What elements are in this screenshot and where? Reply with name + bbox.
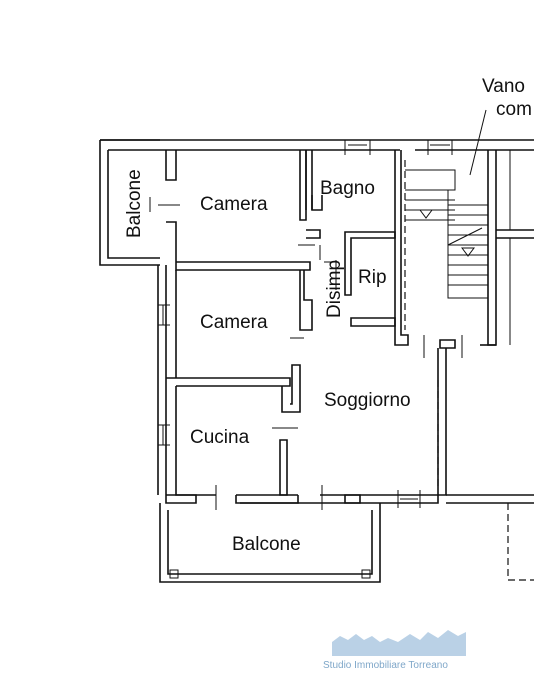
label-com: com bbox=[496, 99, 532, 120]
watermark-label: Studio Immobiliare Torreano bbox=[323, 660, 448, 671]
details bbox=[149, 140, 463, 579]
dashed-lines bbox=[404, 160, 534, 581]
label-cucina: Cucina bbox=[190, 427, 250, 448]
label-balcone-bottom: Balcone bbox=[232, 534, 301, 555]
watermark: Studio Immobiliare Torreano bbox=[323, 630, 466, 671]
label-bagno: Bagno bbox=[320, 178, 375, 199]
walls bbox=[99, 139, 534, 583]
label-soggiorno: Soggiorno bbox=[324, 390, 411, 411]
label-camera-top: Camera bbox=[200, 194, 268, 215]
labels: Vano com Camera Bagno Rip Camera Soggior… bbox=[124, 76, 532, 555]
label-vano: Vano bbox=[482, 76, 525, 97]
label-rip: Rip bbox=[358, 267, 387, 288]
watermark-skyline-icon bbox=[332, 630, 466, 656]
stairs bbox=[405, 109, 511, 345]
label-disimp: Disimp bbox=[324, 260, 345, 318]
label-balcone-left: Balcone bbox=[124, 169, 145, 238]
label-camera-middle: Camera bbox=[200, 312, 268, 333]
